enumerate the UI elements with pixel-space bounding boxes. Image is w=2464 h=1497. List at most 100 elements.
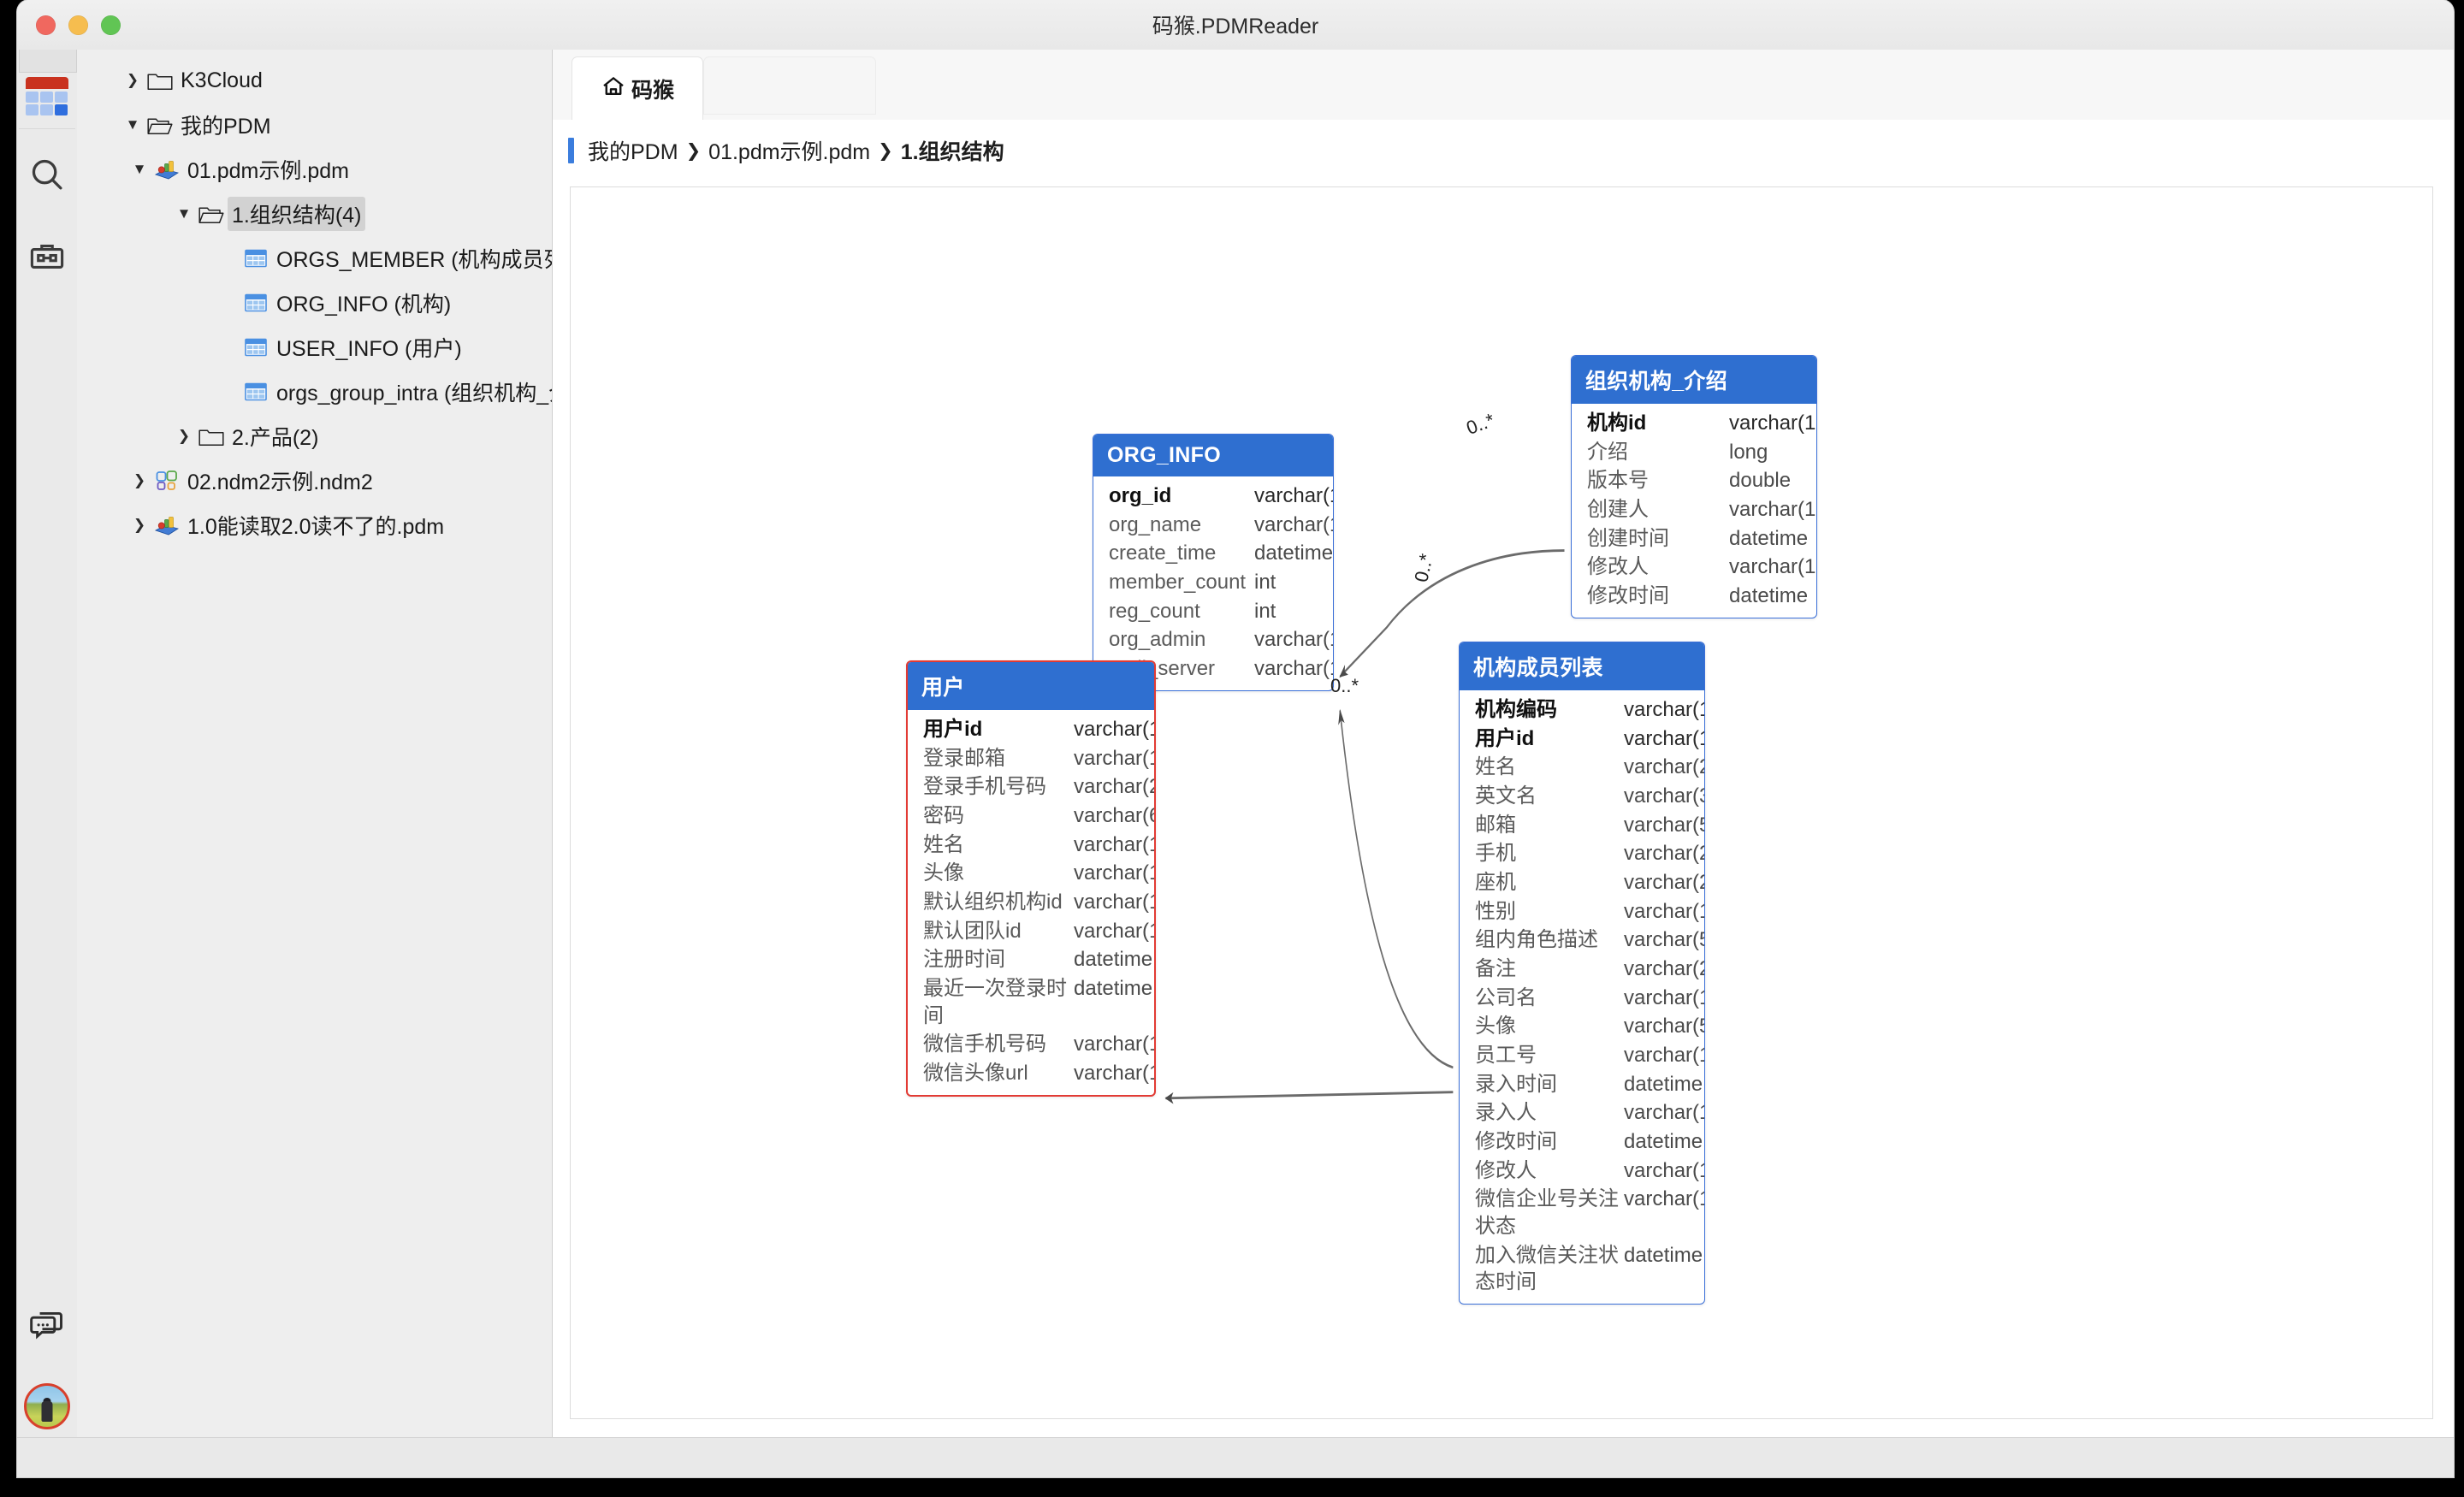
er-field-name: 介绍: [1587, 440, 1628, 464]
tree-item-9[interactable]: ❯02.ndm2示例.ndm2: [77, 459, 552, 503]
er-field-type: int: [1254, 599, 1276, 623]
er-field-name: 录入时间: [1475, 1072, 1557, 1096]
tree-item-5[interactable]: ORG_INFO (机构): [77, 281, 552, 325]
tree-item-0[interactable]: ❯K3Cloud: [77, 58, 552, 103]
chevron-down-icon[interactable]: ▼: [176, 205, 192, 222]
er-field-name: 员工号: [1475, 1044, 1537, 1068]
er-field-type: varchar(10): [1624, 726, 1704, 750]
project-tree-sidebar[interactable]: ❯K3Cloud▼我的PDM▼01.pdm示例.pdm▼1.组织结构(4)ORG…: [77, 50, 553, 1438]
folder-closed-icon: [144, 70, 176, 91]
chevron-right-icon[interactable]: ❯: [177, 428, 191, 444]
chevron-right-icon[interactable]: ❯: [133, 472, 146, 488]
er-field-row: 微信手机号码 varchar(11): [908, 1030, 1154, 1059]
project-tree[interactable]: ❯K3Cloud▼我的PDM▼01.pdm示例.pdm▼1.组织结构(4)ORG…: [77, 50, 552, 547]
er-field-name: 微信手机号码: [923, 1033, 1046, 1056]
window-title: 码猴.PDMReader: [1152, 15, 1319, 38]
er-field-name: create_time: [1109, 541, 1217, 565]
er-field-type: varchar(20): [1624, 755, 1704, 779]
breadcrumb-accent-bar: [568, 138, 574, 163]
er-field-type: double: [1729, 469, 1792, 493]
er-field-type: varchar(10): [1624, 698, 1704, 721]
er-field-type: varchar(100): [1074, 746, 1154, 770]
er-field-name: 密码: [923, 804, 964, 828]
er-field-name: 姓名: [923, 832, 964, 856]
main-content: 码猴 我的PDM ❯ 01.pdm示例.pdm ❯ 1.组织结构: [553, 50, 2454, 1438]
tree-item-8[interactable]: ❯2.产品(2): [77, 414, 552, 459]
tree-item-7[interactable]: orgs_group_intra (组织机构_介绍: [77, 370, 552, 414]
er-field-name: 用户id: [923, 718, 983, 741]
rail-item-chat[interactable]: [17, 1286, 77, 1368]
er-table-用户[interactable]: 用户用户idvarchar(10)登录邮箱varchar(100)登录手机号码v…: [906, 660, 1156, 1097]
tree-item-label: 1.组织结构(4): [228, 197, 366, 231]
er-field-name: org_id: [1109, 484, 1172, 507]
er-field-name: 修改人: [1587, 555, 1649, 579]
rail-item-search[interactable]: [17, 135, 77, 217]
zoom-button[interactable]: [101, 15, 121, 35]
er-field-type: varchar(20): [1624, 842, 1704, 866]
er-field-type: varchar(11): [1074, 1033, 1154, 1056]
er-table-ORG_INFO[interactable]: ORG_INFOorg_idvarchar(10)org_namevarchar…: [1093, 434, 1334, 691]
er-table-机构成员列表[interactable]: 机构成员列表机构编码varchar(10)用户idvarchar(10)姓名va…: [1459, 642, 1705, 1305]
window-titlebar: 码猴.PDMReader: [17, 0, 2454, 50]
tree-item-label: 我的PDM: [181, 115, 271, 139]
er-field-type: varchar(30): [1624, 784, 1704, 808]
breadcrumb-item-0[interactable]: 我的PDM: [588, 140, 678, 164]
er-field-type: varchar(150): [1074, 1062, 1154, 1086]
er-table-组织机构_介绍[interactable]: 组织机构_介绍机构idvarchar(10)介绍long版本号double创建人…: [1571, 355, 1817, 618]
er-field-type: datetime: [1074, 977, 1153, 1001]
table-icon: [240, 293, 272, 313]
pdm-file-icon: [151, 158, 183, 180]
tree-item-10[interactable]: ❯1.0能读取2.0读不了的.pdm: [77, 503, 552, 547]
er-field-name: reg_count: [1109, 599, 1200, 623]
relationship-cardinality-label: 0..*: [1463, 409, 1498, 439]
er-field-name: 头像: [1475, 1015, 1516, 1038]
tab-home[interactable]: 码猴: [572, 56, 703, 121]
er-field-name: 修改时间: [1587, 584, 1669, 608]
breadcrumb-item-2[interactable]: 1.组织结构: [900, 140, 1004, 164]
tree-item-1[interactable]: ▼ 我的PDM: [77, 103, 552, 147]
tree-item-6[interactable]: USER_INFO (用户): [77, 325, 552, 370]
er-field-name: 加入微信关注状态时间: [1475, 1243, 1619, 1294]
breadcrumb-item-1[interactable]: 01.pdm示例.pdm: [708, 140, 871, 164]
er-field-type: datetime: [1624, 1130, 1703, 1154]
er-diagram-canvas[interactable]: ORG_INFOorg_idvarchar(10)org_namevarchar…: [570, 186, 2433, 1419]
er-field-type: varchar(50): [1624, 928, 1704, 952]
er-field-type: varchar(10): [1254, 628, 1333, 652]
tab-placeholder[interactable]: [703, 56, 876, 115]
rail-item-toolbox[interactable]: [17, 217, 77, 299]
avatar[interactable]: [24, 1383, 70, 1429]
chevron-down-icon[interactable]: ▼: [125, 116, 140, 133]
er-field-type: datetime: [1729, 526, 1809, 550]
er-field-name: 备注: [1475, 957, 1516, 981]
tree-item-4[interactable]: ORGS_MEMBER (机构成员列表): [77, 236, 552, 281]
minimize-button[interactable]: [68, 15, 88, 35]
close-button[interactable]: [36, 15, 56, 35]
er-field-type: varchar(100): [1254, 512, 1333, 536]
breadcrumb-separator: ❯: [685, 140, 702, 161]
left-rail: [17, 50, 78, 1438]
tree-item-2[interactable]: ▼01.pdm示例.pdm: [77, 147, 552, 192]
tree-item-3[interactable]: ▼ 1.组织结构(4): [77, 192, 552, 236]
chevron-down-icon[interactable]: ▼: [132, 161, 147, 177]
chevron-right-icon[interactable]: ❯: [126, 72, 139, 88]
chevron-right-icon[interactable]: ❯: [133, 517, 146, 533]
rail-top-button[interactable]: [19, 50, 77, 73]
